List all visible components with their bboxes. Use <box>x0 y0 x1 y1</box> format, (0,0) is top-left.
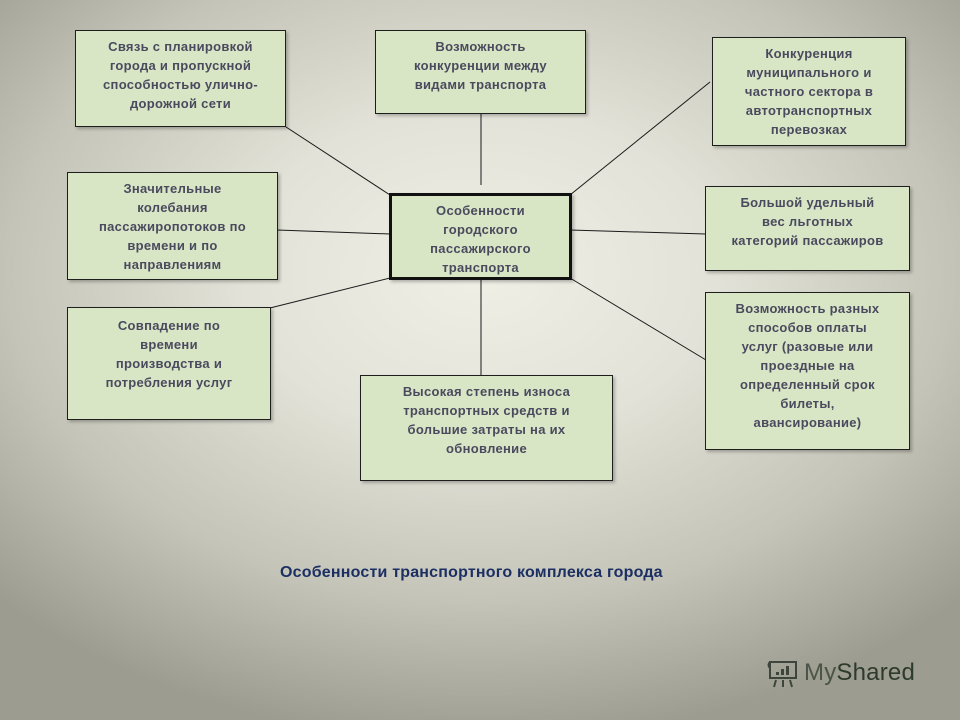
center-text-line: транспорта <box>442 260 519 275</box>
node-text-line: способов оплаты <box>748 320 867 335</box>
node-text-line: конкуренции между <box>414 58 547 73</box>
node-payment-methods: Возможность разных способов оплаты услуг… <box>705 292 910 450</box>
diagram-caption: Особенности транспортного комплекса горо… <box>280 564 663 581</box>
watermark-text-bold: Shared <box>836 659 915 686</box>
center-node: Особенности городского пассажирского тра… <box>389 193 572 280</box>
center-text-line: пассажирского <box>430 241 531 256</box>
node-text-line: транспортных средств и <box>403 403 570 418</box>
node-text-line: билеты, <box>780 396 835 411</box>
node-mode-competition: Возможность конкуренции между видами тра… <box>375 30 586 114</box>
node-privileged-passengers: Большой удельный вес льготных категорий … <box>705 186 910 271</box>
node-text-line: частного сектора в <box>744 84 874 99</box>
node-text-line: дорожной сети <box>129 96 232 111</box>
node-text-line: авансирование) <box>753 415 862 430</box>
node-text-line: автотранспортных <box>745 103 873 118</box>
node-production-consumption: Совпадение по времени производства и пот… <box>67 307 271 420</box>
node-text-line: муниципального и <box>746 65 872 80</box>
node-text-line: проездные на <box>760 358 855 373</box>
node-text-line: определенный срок <box>740 377 875 392</box>
node-text-line: видами транспорта <box>414 77 547 92</box>
node-text-line: способностью улично- <box>103 77 258 92</box>
node-vehicle-wear: Высокая степень износа транспортных сред… <box>360 375 613 481</box>
node-sector-competition: Конкуренция муниципального и частного се… <box>712 37 906 146</box>
node-text-line: перевозках <box>770 122 848 137</box>
node-passenger-flow: Значительные колебания пассажиропотоков … <box>67 172 278 280</box>
watermark-text: MyShared <box>804 659 915 687</box>
node-text-line: Конкуренция <box>765 46 853 61</box>
node-text-line: обновление <box>446 441 527 456</box>
node-text-line: Возможность <box>435 39 526 54</box>
myshared-watermark[interactable]: MyShared <box>766 656 915 690</box>
node-text-line: пассажиропотоков по <box>99 219 246 234</box>
node-text-line: города и пропускной <box>109 58 252 73</box>
node-text-line: производства и <box>115 356 223 371</box>
center-text-line: Особенности <box>436 203 525 218</box>
node-text-line: Высокая степень износа <box>402 384 571 399</box>
node-text-line: Значительные <box>123 181 222 196</box>
node-text-line: Совпадение по <box>117 318 221 333</box>
presentation-board-icon <box>767 661 797 688</box>
node-text-line: Большой удельный <box>740 195 875 210</box>
node-text-line: Возможность разных <box>735 301 880 316</box>
node-text-line: времени и по <box>127 238 218 253</box>
node-city-planning: Связь с планировкой города и пропускной … <box>75 30 286 127</box>
node-text-line: потребления услуг <box>105 375 233 390</box>
watermark-text-light: My <box>804 659 837 686</box>
node-text-line: Связь с планировкой <box>108 39 253 54</box>
node-text-line: направлениям <box>123 257 222 272</box>
node-text-line: услуг (разовые или <box>741 339 874 354</box>
node-text-line: большие затраты на их <box>407 422 566 437</box>
node-text-line: категорий пассажиров <box>731 233 884 248</box>
center-text-line: городского <box>443 222 518 237</box>
node-text-line: времени <box>140 337 198 352</box>
node-text-line: вес льготных <box>762 214 853 229</box>
node-text-line: колебания <box>137 200 208 215</box>
